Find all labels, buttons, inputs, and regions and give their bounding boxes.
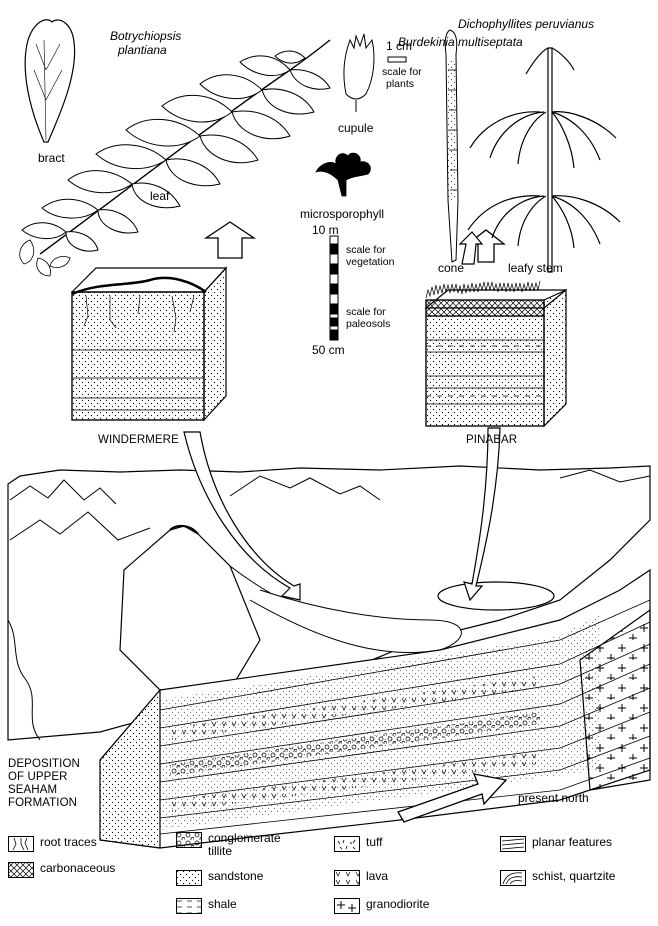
paleosol-scale-value: 50 cm (312, 344, 345, 357)
vegetation-scale-label-1: scale for (346, 244, 386, 256)
legend-label: sandstone (208, 870, 263, 883)
block-title-line2: OF UPPER (8, 771, 68, 784)
legend-item-granodiorite: granodiorite (334, 898, 429, 914)
legend-item-planar-features: planar features (500, 836, 612, 852)
legend-item-sandstone: sandstone (176, 870, 263, 886)
windermere-paleosol-block (72, 268, 226, 420)
legend-label: carbonaceous (40, 862, 115, 875)
legend-item-tuff: tuff (334, 836, 382, 852)
legend-item-schist-quartzite: schist, quartzite (500, 870, 615, 886)
microsporophyll-drawing (316, 153, 370, 196)
botrychiopsis-name-line2: plantiana (118, 44, 167, 57)
windermere-label: WINDERMERE (98, 434, 179, 447)
legend-label: planar features (532, 836, 612, 849)
pinabar-paleosol-block (426, 281, 566, 426)
cupule-drawing (344, 34, 374, 112)
bract-label: bract (38, 152, 65, 165)
legend-item-shale: shale (176, 898, 237, 914)
schist-quartzite-icon (500, 870, 526, 886)
plant-scale-label-1: scale for (382, 66, 422, 78)
sandstone-icon (176, 870, 202, 886)
pinabar-label: PINABAR (466, 434, 517, 447)
cone-label: cone (438, 262, 464, 275)
planar-features-icon (500, 836, 526, 852)
burdekinia-cone-drawing (445, 30, 458, 262)
vegetation-scale-value: 10 m (312, 224, 339, 237)
leaf-label: leaf (150, 190, 169, 203)
legend-item-lava: lava (334, 870, 388, 886)
bract-drawing (25, 20, 74, 142)
conglomerate-tillite-icon (176, 832, 202, 848)
paleosol-scale-label-1: scale for (346, 306, 386, 318)
cupule-label: cupule (338, 122, 373, 135)
dichophyllites-name: Dichophyllites peruvianus (458, 18, 594, 31)
root-traces-icon (8, 836, 34, 852)
plant-scale-value: 1 cm (386, 40, 412, 53)
burdekinia-name: Burdekinia multiseptata (398, 36, 523, 49)
legend-label: schist, quartzite (532, 870, 615, 883)
botrychiopsis-name-line1: Botrychiopsis (110, 30, 181, 43)
plant-scale-bar (388, 57, 406, 62)
legend-label: granodiorite (366, 898, 429, 911)
carbonaceous-icon (8, 862, 34, 878)
tuff-icon (334, 836, 360, 852)
legend-label: root traces (40, 836, 97, 849)
microsporophyll-label: microsporophyll (300, 208, 384, 221)
legend-label: tuff (366, 836, 382, 849)
legend-label: lava (366, 870, 388, 883)
legend-item-root-traces: root traces (8, 836, 97, 852)
plant-scale-label-2: plants (386, 78, 414, 90)
leafy-stem-label: leafy stem (508, 262, 563, 275)
block-title-line4: FORMATION (8, 797, 77, 810)
legend-item-carbonaceous: carbonaceous (8, 862, 115, 878)
legend-item-conglomerate-tillite: conglomerate tillite (176, 832, 281, 858)
vertical-scale-bar (330, 236, 338, 340)
granodiorite-icon (334, 898, 360, 914)
vegetation-scale-label-2: vegetation (346, 256, 394, 268)
present-north-label: present north (518, 792, 589, 805)
lava-icon (334, 870, 360, 886)
paleosol-scale-label-2: paleosols (346, 318, 390, 330)
seaham-block-diagram (8, 428, 650, 848)
arrow-windermere-up (206, 222, 254, 258)
legend-label: tillite (208, 845, 281, 858)
legend-label: shale (208, 898, 237, 911)
block-title-line1: DEPOSITION (8, 758, 80, 771)
shale-icon (176, 898, 202, 914)
block-title-line3: SEAHAM (8, 784, 57, 797)
